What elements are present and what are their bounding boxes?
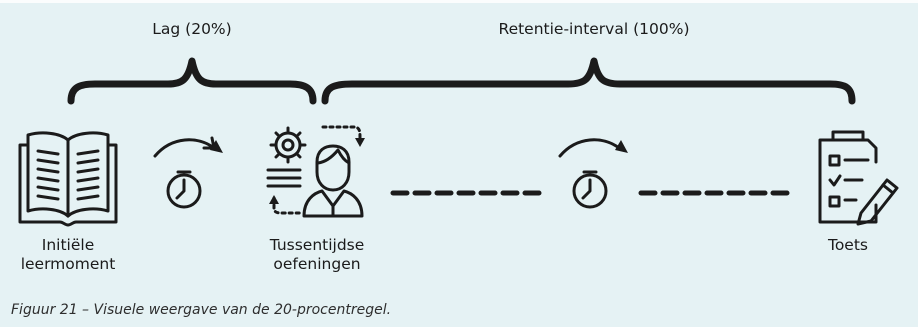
figure-caption: Figuur 21 – Visuele weergave van de 20-p…	[11, 302, 392, 318]
cycle-arrow-head-up	[269, 195, 279, 204]
lag-label: Lag (20%)	[152, 20, 232, 38]
checklist-icon	[818, 130, 878, 224]
clock-icon	[572, 170, 608, 209]
arrow-head	[615, 140, 628, 153]
gear-icon	[269, 126, 307, 164]
pencil-icon	[856, 178, 899, 226]
diagram-canvas	[18, 57, 899, 227]
cycle-arrow-head-down	[355, 138, 365, 147]
retention-bracket	[321, 57, 856, 105]
open-book-icon	[18, 131, 118, 227]
practice-label-line2: oefeningen	[273, 255, 361, 273]
practice-label-line1: Tussentijdse	[269, 236, 365, 254]
lag-bracket	[67, 57, 317, 105]
top-rule	[0, 0, 918, 3]
arrow-icon	[153, 136, 223, 158]
clock-icon	[166, 170, 202, 209]
notes-icon	[266, 168, 302, 188]
initial-label-line1: Initiële	[41, 236, 95, 254]
initial-label-line2: leermoment	[20, 255, 116, 273]
person-practice-icon	[302, 144, 364, 218]
retention-label: Retentie-interval (100%)	[498, 20, 690, 38]
arrow-icon	[558, 138, 621, 158]
test-label: Toets	[827, 236, 868, 254]
cycle-arrow-icon	[272, 125, 362, 215]
